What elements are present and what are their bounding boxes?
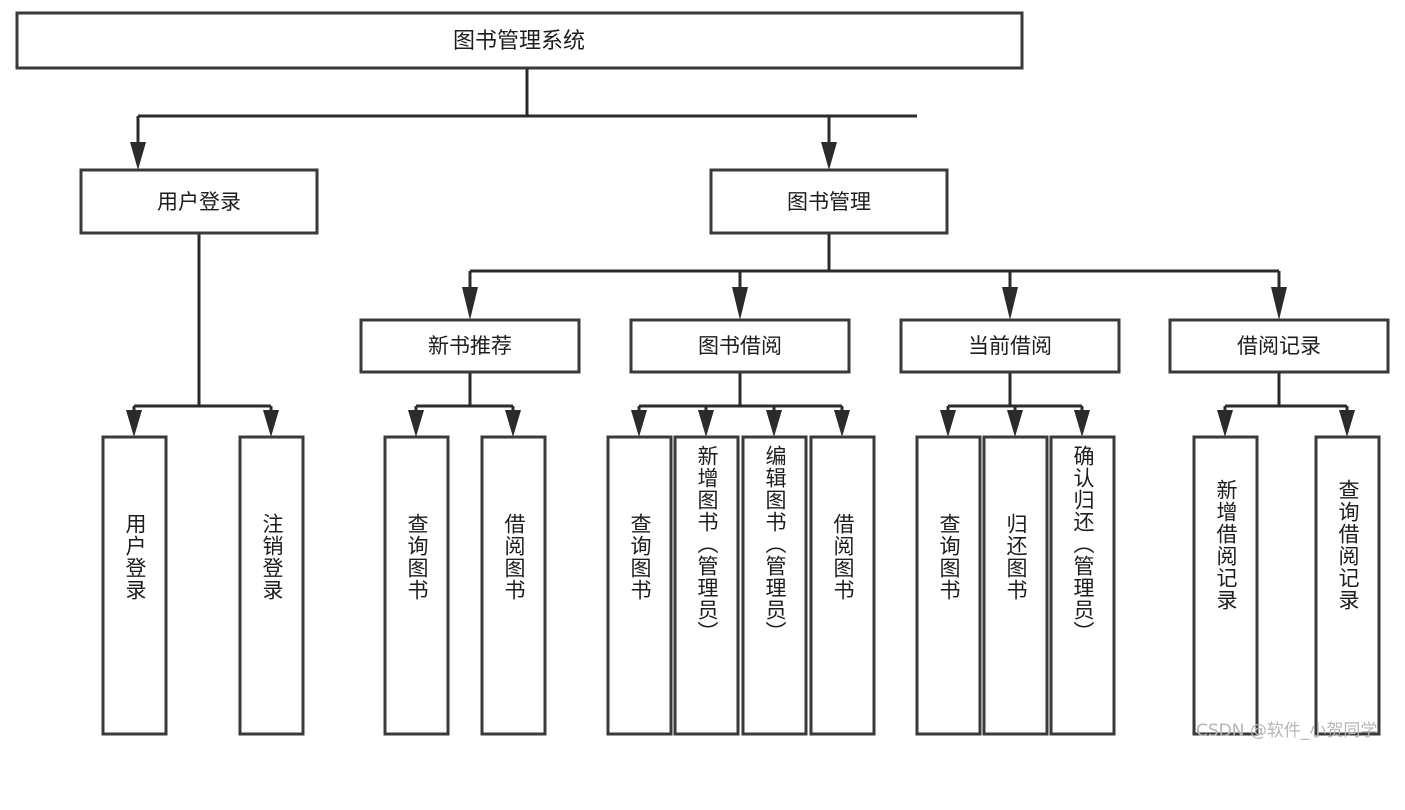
arrowhead-leaf-borrow-book-2	[834, 410, 850, 437]
arrowhead-borrow-record	[1271, 287, 1287, 320]
node-leaf-query-book-2[interactable]	[606, 435, 673, 736]
node-leaf-return-book[interactable]	[982, 435, 1049, 736]
node-user-login[interactable]	[79, 168, 319, 235]
arrowhead-user-login	[130, 142, 146, 170]
arrowhead-leaf-edit-book	[766, 410, 782, 437]
node-new-book-recommend[interactable]	[359, 318, 581, 374]
label-new-book-recommend: 新书推荐	[428, 334, 512, 358]
node-leaf-add-book[interactable]	[673, 435, 740, 736]
node-leaf-borrow-book-2[interactable]	[809, 435, 876, 736]
label-book-borrow: 图书借阅	[698, 334, 782, 358]
node-leaf-user-logout[interactable]	[238, 435, 305, 736]
node-leaf-user-login[interactable]	[101, 435, 168, 736]
label-borrow-record: 借阅记录	[1237, 334, 1321, 358]
node-book-borrow[interactable]	[629, 318, 851, 374]
arrowhead-leaf-query-book-1	[408, 410, 424, 437]
label-book-manage: 图书管理	[787, 190, 871, 214]
node-leaf-edit-book[interactable]	[741, 435, 808, 736]
arrowhead-new-book-recommend	[462, 287, 478, 320]
arrowhead-leaf-return-book	[1007, 410, 1023, 437]
connector-group	[126, 68, 1355, 437]
node-book-manage[interactable]	[709, 168, 949, 235]
horizontal-label-group: 图书管理系统 用户登录 图书管理 新书推荐 图书借阅 当前借阅 借阅记录	[157, 29, 1321, 358]
arrowhead-book-borrow	[732, 287, 748, 320]
node-current-borrow[interactable]	[899, 318, 1121, 374]
arrowhead-leaf-add-book	[698, 410, 714, 437]
tree-diagram-svg: 图书管理系统 用户登录 图书管理 新书推荐 图书借阅 当前借阅 借阅记录	[15, 11, 1390, 736]
node-root[interactable]	[15, 11, 1024, 70]
arrowhead-leaf-add-record	[1217, 410, 1233, 437]
label-user-login: 用户登录	[157, 190, 241, 214]
arrowhead-current-borrow	[1002, 287, 1018, 320]
node-leaf-confirm-return[interactable]	[1049, 435, 1116, 736]
node-borrow-record[interactable]	[1168, 318, 1390, 374]
node-leaf-query-book-1[interactable]	[383, 435, 450, 736]
label-current-borrow: 当前借阅	[968, 334, 1052, 358]
arrowhead-leaf-borrow-book-1	[505, 410, 521, 437]
label-root: 图书管理系统	[453, 29, 585, 54]
arrowhead-leaf-query-book-3	[940, 410, 956, 437]
node-leaf-query-record[interactable]	[1314, 435, 1381, 736]
node-box-group	[15, 11, 1390, 736]
arrowhead-leaf-query-record	[1339, 410, 1355, 437]
arrowhead-leaf-user-logout	[263, 410, 279, 437]
diagram-canvas: 图书管理系统 用户登录 图书管理 新书推荐 图书借阅 当前借阅 借阅记录 用户登…	[15, 11, 1390, 741]
arrowhead-book-manage	[821, 142, 837, 170]
arrowhead-leaf-confirm-return	[1074, 410, 1090, 437]
arrowhead-leaf-query-book-2	[631, 410, 647, 437]
node-leaf-add-record[interactable]	[1192, 435, 1259, 736]
arrowhead-leaf-user-login	[126, 410, 142, 437]
node-leaf-borrow-book-1[interactable]	[480, 435, 547, 736]
node-leaf-query-book-3[interactable]	[915, 435, 982, 736]
